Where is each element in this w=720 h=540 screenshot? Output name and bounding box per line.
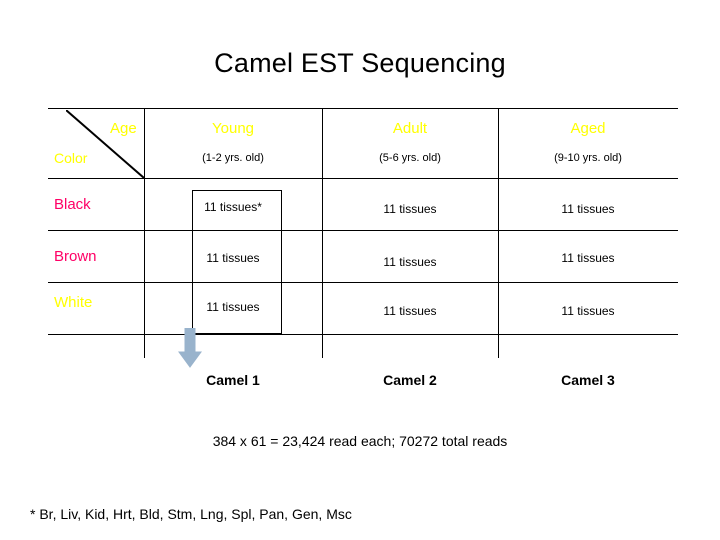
table-cell-black-aged: 11 tissues bbox=[561, 202, 615, 216]
corner-diagonal-icon bbox=[66, 110, 144, 178]
column-footer-camel-1: Camel 1 bbox=[206, 372, 260, 388]
column-subheader-adult: (5-6 yrs. old) bbox=[379, 152, 441, 164]
table-cell-white-aged: 11 tissues bbox=[561, 304, 615, 318]
corner-color-label: Color bbox=[54, 150, 88, 166]
table-vrule-3 bbox=[498, 108, 499, 358]
table-cell-white-young: 11 tissues bbox=[206, 300, 260, 314]
table-cell-brown-aged: 11 tissues bbox=[561, 251, 615, 265]
row-label-white: White bbox=[54, 294, 93, 311]
table-cell-brown-adult: 11 tissues bbox=[383, 255, 437, 269]
table-rule-header bbox=[48, 178, 678, 179]
column-footer-camel-2: Camel 2 bbox=[383, 372, 437, 388]
table-rule-bottom bbox=[48, 334, 678, 335]
column-header-young: Young bbox=[212, 120, 254, 137]
table-cell-black-young: 11 tissues* bbox=[204, 200, 262, 214]
read-count-note: 384 x 61 = 23,424 read each; 70272 total… bbox=[212, 433, 508, 449]
table-cell-black-adult: 11 tissues bbox=[383, 202, 437, 216]
table-cell-white-adult: 11 tissues bbox=[383, 304, 437, 318]
down-arrow-icon bbox=[178, 328, 202, 368]
column-subheader-young: (1-2 yrs. old) bbox=[202, 152, 264, 164]
table-rule-1 bbox=[48, 230, 678, 231]
tissue-abbreviation-note: * Br, Liv, Kid, Hrt, Bld, Stm, Lng, Spl,… bbox=[30, 506, 352, 522]
table-cell-brown-young: 11 tissues bbox=[206, 251, 260, 265]
row-label-brown: Brown bbox=[54, 248, 97, 265]
column-subheader-aged: (9-10 yrs. old) bbox=[554, 152, 622, 164]
table-vrule-1 bbox=[144, 108, 145, 358]
row-label-black: Black bbox=[54, 196, 91, 213]
page-title: Camel EST Sequencing bbox=[214, 48, 506, 78]
corner-age-label: Age bbox=[110, 120, 137, 137]
table-rule-top bbox=[48, 108, 678, 109]
column-header-adult: Adult bbox=[392, 120, 428, 137]
column-footer-camel-3: Camel 3 bbox=[561, 372, 615, 388]
column-header-aged: Aged bbox=[570, 120, 606, 137]
table-vrule-2 bbox=[322, 108, 323, 358]
young-column-highlight-box bbox=[192, 190, 282, 334]
data-table: Age Color Young Adult Aged (1-2 yrs. old… bbox=[48, 108, 678, 358]
table-rule-2 bbox=[48, 282, 678, 283]
